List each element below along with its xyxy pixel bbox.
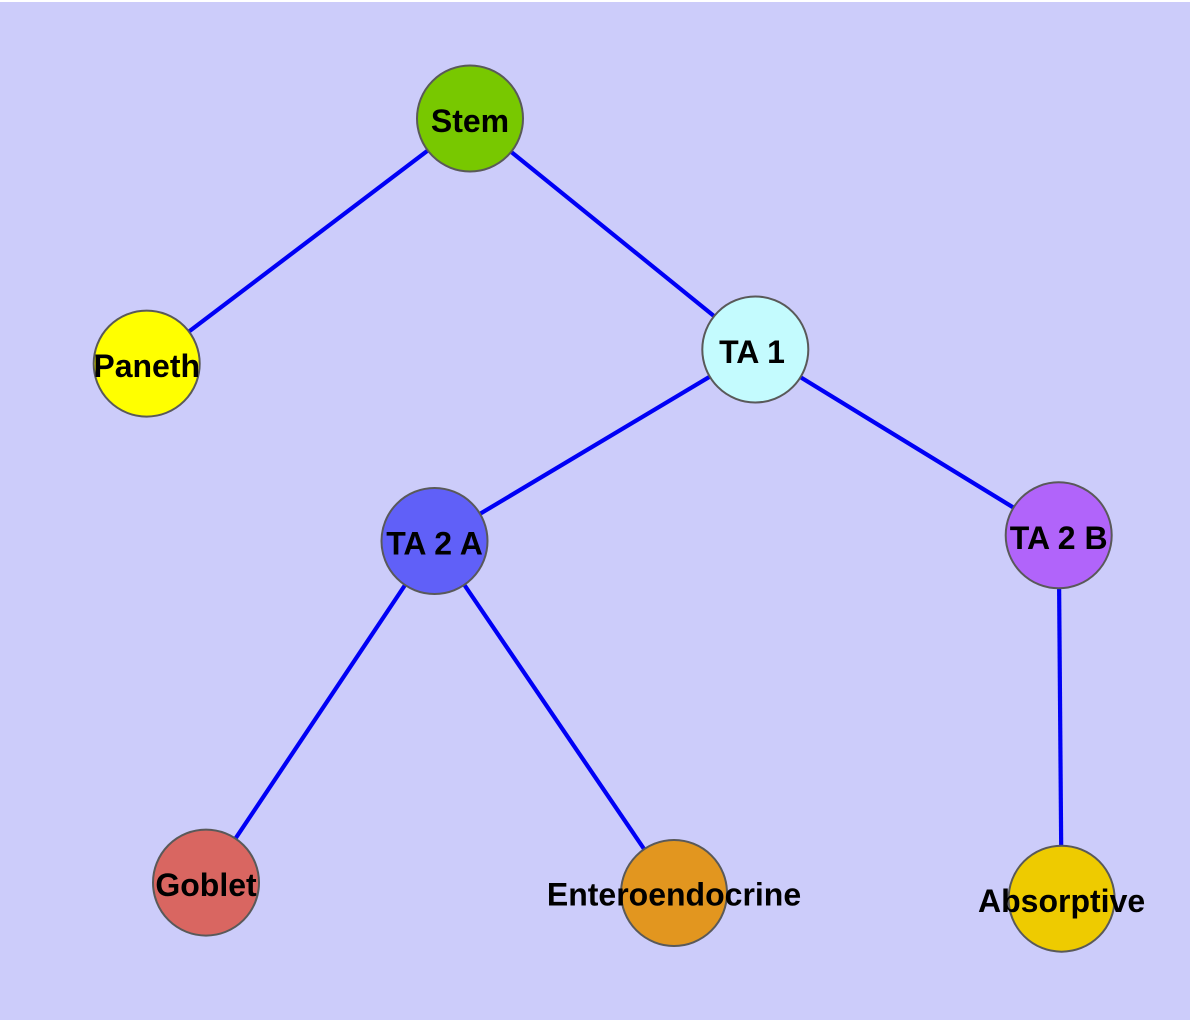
svg-text:Enteroendocrine: Enteroendocrine [547,877,801,913]
svg-text:Absorptive: Absorptive [978,883,1145,919]
svg-text:TA 2 A: TA 2 A [386,526,483,562]
svg-text:Stem: Stem [431,103,509,139]
svg-text:Goblet: Goblet [155,867,257,903]
svg-text:Paneth: Paneth [93,348,200,384]
svg-text:TA 1: TA 1 [719,334,785,370]
svg-text:TA 2 B: TA 2 B [1010,520,1108,556]
